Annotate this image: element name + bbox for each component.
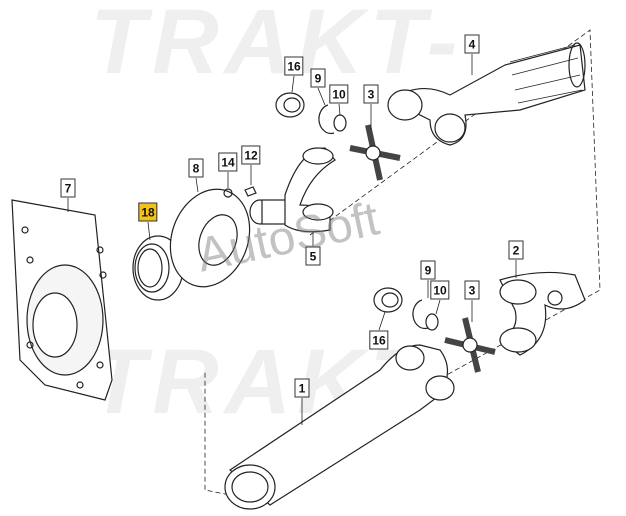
- callout-9-lower[interactable]: 9: [420, 260, 436, 280]
- callout-18-highlighted[interactable]: 18: [138, 202, 158, 222]
- callout-10-lower[interactable]: 10: [430, 280, 450, 300]
- cross-upper: [349, 124, 401, 181]
- callout-3-upper[interactable]: 3: [363, 84, 379, 104]
- callout-12[interactable]: 12: [241, 145, 261, 165]
- background-watermark-top: TRAKT-: [90, 0, 464, 93]
- callout-1[interactable]: 1: [294, 378, 310, 398]
- callout-9-upper[interactable]: 9: [310, 68, 326, 88]
- callout-16-upper[interactable]: 16: [284, 56, 304, 76]
- callout-7[interactable]: 7: [60, 178, 76, 198]
- callout-3-lower[interactable]: 3: [464, 280, 480, 300]
- callout-14[interactable]: 14: [218, 152, 238, 172]
- callout-4[interactable]: 4: [464, 34, 480, 54]
- callout-16-lower[interactable]: 16: [369, 330, 389, 350]
- snap-ring-upper: [318, 104, 335, 135]
- o-ring-lower: [425, 313, 439, 331]
- callout-2[interactable]: 2: [508, 240, 524, 260]
- tube-yoke: [224, 344, 455, 510]
- leader-lines: [67, 54, 517, 425]
- yoke-lower-right: [498, 271, 586, 356]
- flange-plate: [11, 199, 113, 401]
- callout-5[interactable]: 5: [305, 246, 321, 266]
- callout-10-upper[interactable]: 10: [329, 84, 349, 104]
- bearing-cup-upper: [275, 92, 305, 118]
- bearing-cup-lower: [373, 287, 403, 313]
- cross-lower: [444, 317, 496, 373]
- yoke-shaft-upper: [387, 42, 586, 146]
- snap-ring-lower: [412, 299, 429, 330]
- yoke-upper: [249, 147, 336, 233]
- o-ring-upper: [333, 114, 347, 132]
- cover-plate: [169, 188, 251, 288]
- callout-8[interactable]: 8: [188, 158, 204, 178]
